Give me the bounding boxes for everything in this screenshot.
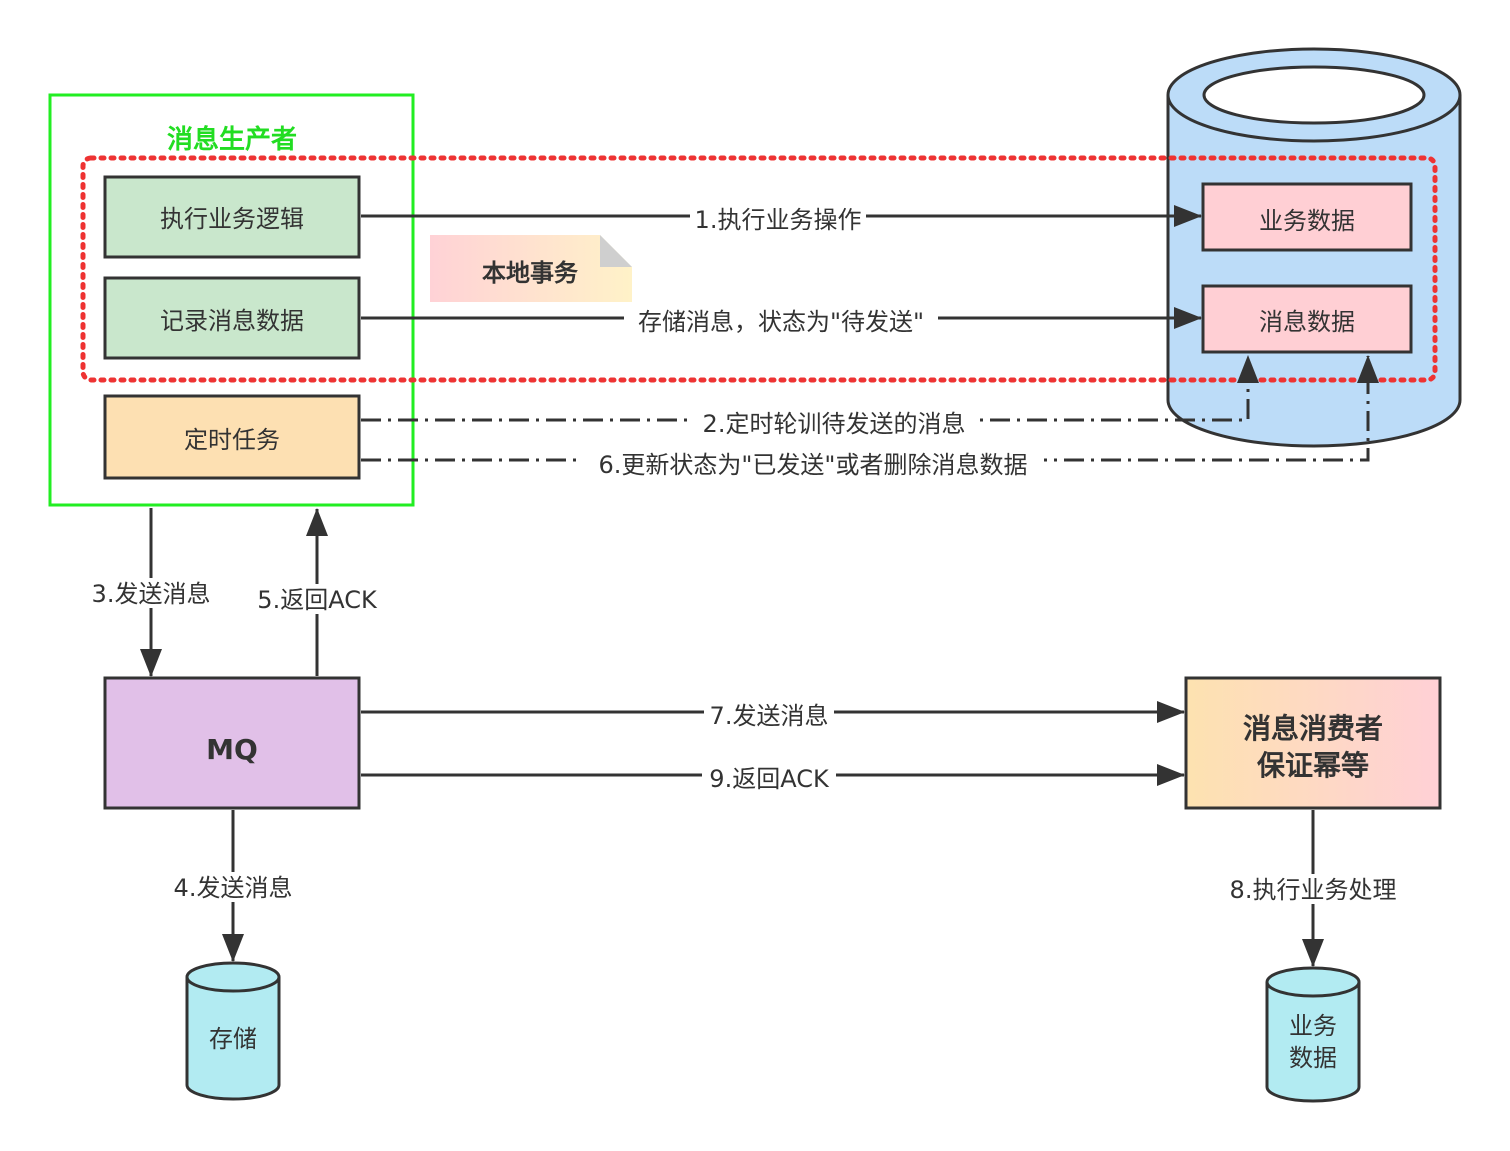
business-data-box[interactable] <box>1201 182 1413 252</box>
mq-box[interactable] <box>103 676 361 810</box>
storage-database <box>185 961 281 1101</box>
edge-6-label: 6.更新状态为"已发送"或者删除消息数据 <box>599 451 1028 479</box>
consumer-label-line2: 保证幂等 <box>1257 749 1369 782</box>
producer-container <box>48 93 415 507</box>
consumer-business-database <box>1265 966 1361 1103</box>
business-data-label: 业务数据 <box>1259 207 1355 235</box>
business-logic-box[interactable] <box>103 175 361 259</box>
edge-8-label: 8.执行业务处理 <box>1230 876 1397 904</box>
consumer-db-label-line2: 数据 <box>1289 1044 1337 1072</box>
record-message-box[interactable] <box>103 276 361 360</box>
edge-4-label: 4.发送消息 <box>174 874 293 902</box>
business-logic-label: 执行业务逻辑 <box>160 205 304 233</box>
message-data-box[interactable] <box>1201 284 1413 354</box>
edge-1-label: 1.执行业务操作 <box>695 206 862 234</box>
edge-7-label: 7.发送消息 <box>710 702 829 730</box>
edge-9-label: 9.返回ACK <box>709 765 830 793</box>
consumer-db-label-line1: 业务 <box>1289 1012 1337 1040</box>
edge-store-label: 存储消息，状态为"待发送" <box>638 308 924 336</box>
local-transaction-label: 本地事务 <box>482 259 579 287</box>
producer-title: 消息生产者 <box>167 124 297 155</box>
storage-label: 存储 <box>209 1025 257 1053</box>
local-transaction-note: 本地事务 <box>430 235 632 302</box>
edge-5-label: 5.返回ACK <box>257 586 378 614</box>
edge-2-line <box>361 355 1259 422</box>
mq-label: MQ <box>206 733 258 766</box>
consumer-box[interactable] <box>1184 676 1442 810</box>
scheduled-task-box[interactable] <box>103 394 361 480</box>
consumer-label-line1: 消息消费者 <box>1243 712 1383 745</box>
record-message-label: 记录消息数据 <box>160 307 304 335</box>
edge-2-label: 2.定时轮训待发送的消息 <box>703 410 966 438</box>
edge-3-label: 3.发送消息 <box>92 580 211 608</box>
local-transaction-boundary <box>80 155 1438 383</box>
scheduled-task-label: 定时任务 <box>184 426 280 454</box>
message-data-label: 消息数据 <box>1259 308 1355 336</box>
